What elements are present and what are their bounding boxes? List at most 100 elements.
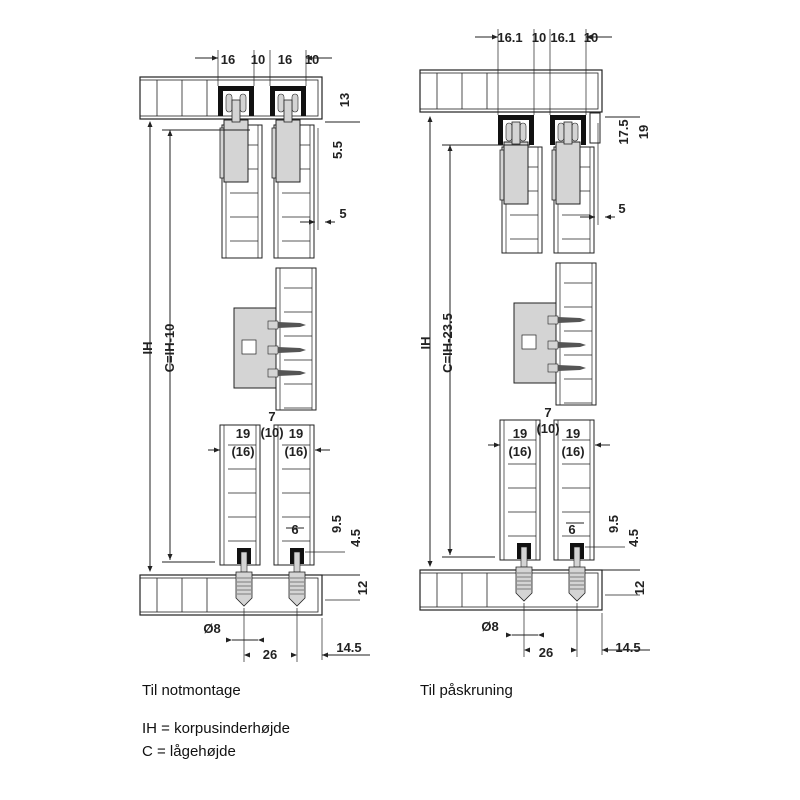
- legend-ih: IH = korpusinderhøjde: [142, 720, 290, 737]
- arrow-head: [447, 145, 453, 151]
- stopper-slot: [241, 339, 257, 355]
- dim-top-gap-2: 10: [305, 52, 319, 67]
- dim-door-offset: 5: [339, 206, 346, 221]
- track-profile-2-wheel-left: [277, 93, 285, 113]
- arrow-head: [427, 116, 433, 122]
- dim-pin-diameter: Ø8: [481, 619, 498, 634]
- dim-guide-height: 9.5: [329, 515, 344, 533]
- dim-door-thickness-2: 19: [566, 426, 580, 441]
- dim-top-gap-1: 10: [532, 30, 546, 45]
- track-profile-1-wheel-right: [239, 93, 247, 113]
- dim-middle-gap-alt: (10): [536, 421, 559, 436]
- spacer-block: [589, 112, 601, 144]
- guide-pin-2: [568, 566, 586, 602]
- arrow-head: [306, 55, 312, 61]
- hanger-2-stem: [563, 121, 573, 145]
- track-profile-2-wheel-right: [291, 93, 299, 113]
- arrow-head: [571, 647, 577, 653]
- hanger-1-stem: [511, 121, 521, 145]
- guide-pin-2: [288, 571, 306, 607]
- guide-pin-1-stem: [240, 551, 248, 573]
- track-profile-2: [270, 86, 306, 116]
- dim-top-gap-2: 10: [584, 30, 598, 45]
- hanger-1: [503, 141, 529, 205]
- dim-top-door-1: 16: [221, 52, 235, 67]
- door-1-bottom: [499, 419, 541, 561]
- dim-door-thickness-alt-2: (16): [284, 444, 307, 459]
- door-1-bottom-core: [503, 419, 537, 561]
- dim-top-door-1: 16.1: [497, 30, 522, 45]
- track-profile-1-wheel-left: [505, 122, 513, 142]
- arrow-head: [258, 637, 264, 643]
- track-profile-2-wheel-right: [571, 122, 579, 142]
- guide-pin-1: [235, 571, 253, 607]
- guide-pin-1: [515, 566, 533, 602]
- right-caption: Til påskruning: [420, 682, 513, 699]
- dim-pin-spacing: 26: [263, 647, 277, 662]
- screw-head: [547, 315, 559, 325]
- left-panel-geometry: [139, 50, 370, 662]
- dim-top-gap-1: 10: [251, 52, 265, 67]
- dim-door-offset: 5: [618, 201, 625, 216]
- door-2-middle: [275, 267, 317, 411]
- dim-gap-top: 5.5: [330, 141, 345, 159]
- dim-door-thickness-1: 19: [513, 426, 527, 441]
- door-2-middle: [555, 262, 597, 406]
- arrow-head: [322, 652, 328, 658]
- arrow-head: [325, 219, 331, 225]
- arrow-head: [494, 442, 500, 448]
- dim-pin-spacing: 26: [539, 645, 553, 660]
- dim-pin-depth: 12: [632, 581, 647, 595]
- dim-top-door-2: 16.1: [550, 30, 575, 45]
- arrow-head: [447, 549, 453, 555]
- stopper-slot: [521, 334, 537, 350]
- ih-label: IH: [140, 342, 155, 355]
- arrow-head: [167, 554, 173, 560]
- arrow-head: [427, 561, 433, 567]
- dim-edge-offset: 14.5: [615, 640, 640, 655]
- dim-middle-gap: 7: [268, 409, 275, 424]
- dim-rail-height: 17.5: [616, 119, 631, 144]
- door-2-middle-core: [559, 262, 593, 406]
- top-board-inner: [139, 79, 319, 117]
- hanger-2-stem: [283, 99, 293, 123]
- top-board: [419, 69, 603, 113]
- dim-pin-diameter: Ø8: [203, 621, 220, 636]
- dim-bottom-gap: 4.5: [348, 529, 363, 547]
- hanger-2: [555, 141, 581, 205]
- ih-label: IH: [418, 337, 433, 350]
- arrow-head: [212, 55, 218, 61]
- guide-pin-2-stem: [293, 551, 301, 573]
- dim-rail-height-total: 19: [636, 125, 651, 139]
- legend-c: C = lågehøjde: [142, 743, 236, 760]
- screw-icon: [278, 347, 306, 353]
- arrow-head: [492, 34, 498, 40]
- arrow-head: [506, 632, 512, 638]
- dim-door-thickness-alt-1: (16): [231, 444, 254, 459]
- dim-door-thickness-alt-1: (16): [508, 444, 531, 459]
- guide-pin-2-stem: [573, 546, 581, 568]
- right-panel-geometry: [419, 29, 650, 657]
- arrow-head: [226, 637, 232, 643]
- dim-middle-gap-alt: (10): [260, 425, 283, 440]
- door-2-bottom: [553, 419, 595, 561]
- arrow-head: [214, 447, 220, 453]
- arrow-head: [524, 647, 530, 653]
- arrow-head: [586, 34, 592, 40]
- screw-head: [547, 340, 559, 350]
- screw-head: [267, 368, 279, 378]
- door-1-bottom: [219, 424, 261, 566]
- dim-edge-offset: 14.5: [336, 640, 361, 655]
- bottom-board-inner: [419, 572, 599, 608]
- arrow-head: [147, 566, 153, 572]
- dim-door-thickness-alt-2: (16): [561, 444, 584, 459]
- c-label: C=IH-23.5: [440, 313, 455, 373]
- track-profile-1-wheel-right: [519, 122, 527, 142]
- left-panel-dimensions: 16 10 16 10 13 5.5 5 IH C=IH-10 7 (10) 1…: [140, 52, 370, 662]
- track-profile-1-wheel-left: [225, 93, 233, 113]
- door-1-bottom-core: [223, 424, 257, 566]
- bottom-board-inner: [139, 577, 319, 613]
- arrow-head: [291, 652, 297, 658]
- arrow-head: [244, 652, 250, 658]
